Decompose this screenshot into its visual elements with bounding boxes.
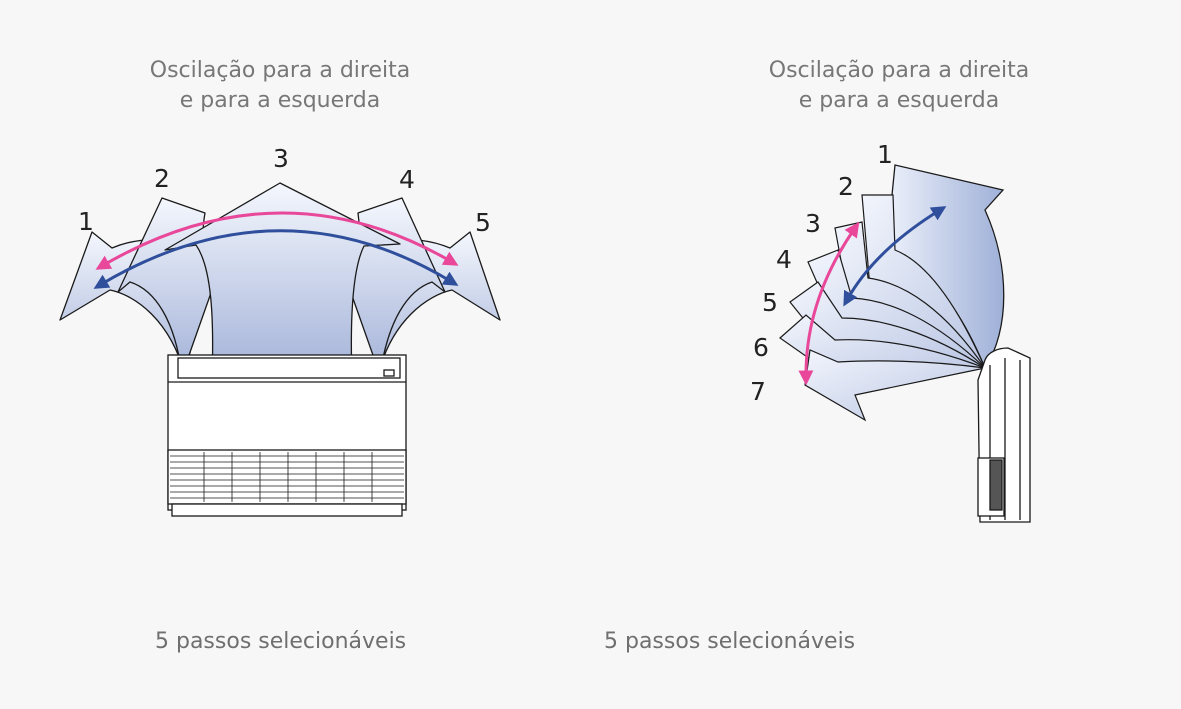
right-caption-line2: e para a esquerda [798,88,1000,113]
right-caption-line1: Oscilação para a direita [768,58,1030,83]
right-panel-caption: Oscilação para a direita e para a esquer… [749,56,1049,116]
left-step-label-1: 1 [78,207,94,236]
right-step-label-1: 1 [877,140,893,169]
right-blue-swing-arrow [843,206,947,307]
left-step-label-2: 2 [154,164,170,193]
right-diagram: 1 2 3 4 5 6 7 [750,140,1031,523]
right-step-label-3: 3 [805,209,821,238]
left-step-label-4: 4 [399,165,415,194]
left-caption-line2: e para a esquerda [179,88,381,113]
left-pink-swing-arrow [95,211,459,270]
right-panel-footer: 5 passos selecionáveis [604,629,856,654]
right-step-label-6: 6 [753,333,769,362]
right-step-label-7: 7 [750,377,766,406]
right-step-label-5: 5 [762,288,778,317]
left-step-label-3: 3 [273,144,289,173]
left-caption-line1: Oscilação para a direita [149,58,411,83]
side-unit [977,347,1031,523]
left-blue-swing-arrow [93,229,459,289]
right-step-label-4: 4 [776,245,792,274]
left-diagram: 1 2 3 4 5 [59,144,501,517]
left-panel-caption: Oscilação para a direita e para a esquer… [130,56,430,116]
left-panel-footer: 5 passos selecionáveis [155,629,407,654]
ceiling-unit [167,354,407,517]
left-step-label-5: 5 [475,208,491,237]
right-step-label-2: 2 [838,172,854,201]
